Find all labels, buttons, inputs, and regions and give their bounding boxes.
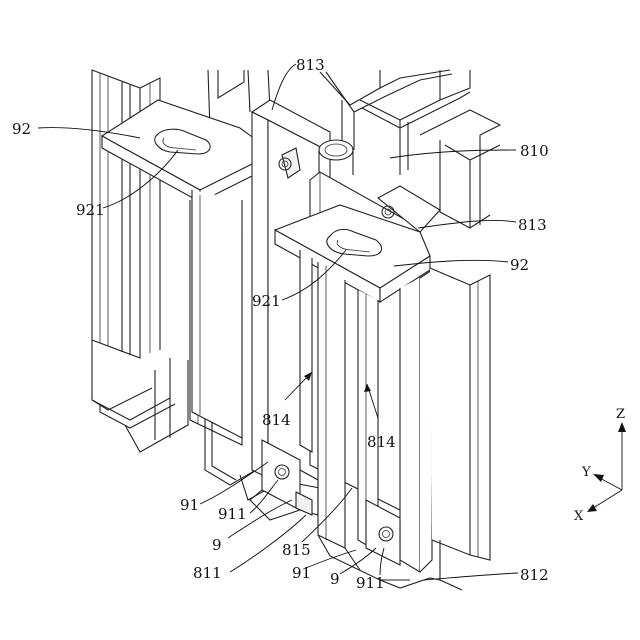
label-813-right: 813 [518, 216, 547, 234]
label-921-upper: 921 [76, 201, 105, 219]
axis-z-label: Z [616, 407, 625, 422]
label-911-right: 911 [356, 574, 385, 592]
label-810: 810 [520, 142, 549, 160]
label-921-lower: 921 [252, 292, 281, 310]
label-92-upper: 92 [12, 120, 31, 138]
label-91-right: 91 [292, 564, 311, 582]
label-92-lower: 92 [510, 256, 529, 274]
label-911-left: 911 [218, 505, 247, 523]
label-814-left: 814 [262, 411, 291, 429]
axis-y-label: Y [581, 465, 591, 480]
label-811: 811 [193, 564, 222, 582]
label-91-left: 91 [180, 496, 199, 514]
label-814-right: 814 [367, 433, 396, 451]
label-9-left: 9 [212, 536, 222, 554]
label-813-top: 813 [296, 56, 325, 74]
label-815: 815 [282, 541, 311, 559]
label-9-right: 9 [330, 570, 340, 588]
axis-triad: Z Y X [574, 407, 626, 524]
label-812: 812 [520, 566, 549, 584]
axis-x-label: X [574, 509, 584, 524]
